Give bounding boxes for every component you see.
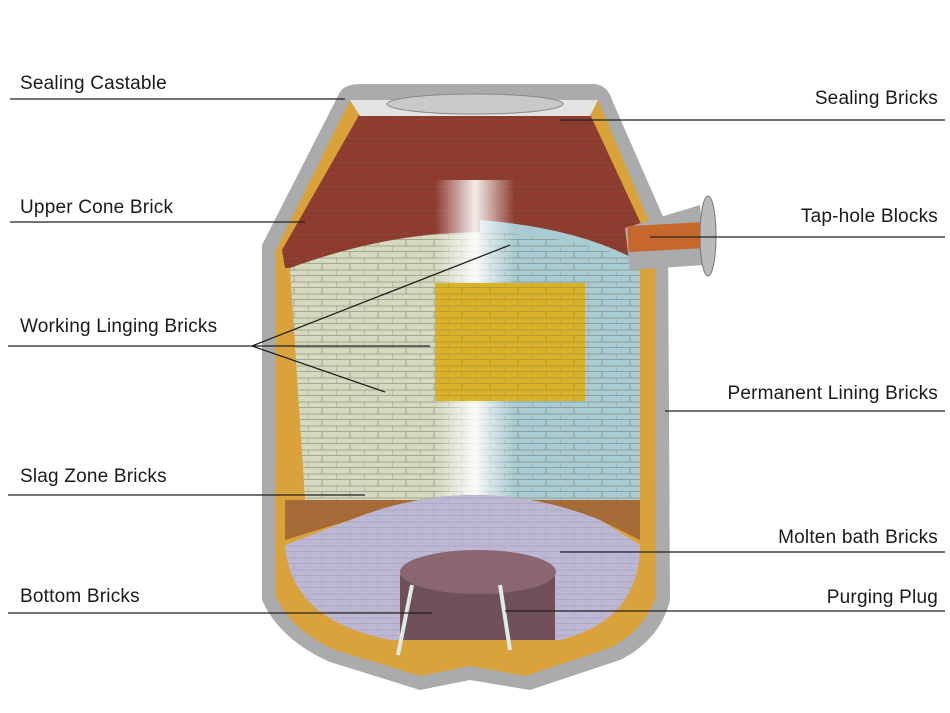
label-upper-cone-brick: Upper Cone Brick xyxy=(20,197,174,218)
label-bottom-bricks: Bottom Bricks xyxy=(20,586,140,607)
label-slag-zone-bricks: Slag Zone Bricks xyxy=(20,466,167,487)
label-tap-hole-blocks: Tap-hole Blocks xyxy=(800,206,938,227)
label-purging-plug: Purging Plug xyxy=(826,587,938,608)
purging-plug xyxy=(396,584,512,656)
label-working-lining-bricks: Working Linging Bricks xyxy=(20,316,218,337)
label-sealing-bricks: Sealing Bricks xyxy=(814,88,938,109)
label-molten-bath-bricks: Molten bath Bricks xyxy=(778,527,938,548)
sealing-bricks xyxy=(386,93,564,115)
label-sealing-castable: Sealing Castable xyxy=(20,73,167,94)
label-permanent-lining-bricks: Permanent Lining Bricks xyxy=(727,383,938,404)
leader-lines xyxy=(8,98,945,614)
